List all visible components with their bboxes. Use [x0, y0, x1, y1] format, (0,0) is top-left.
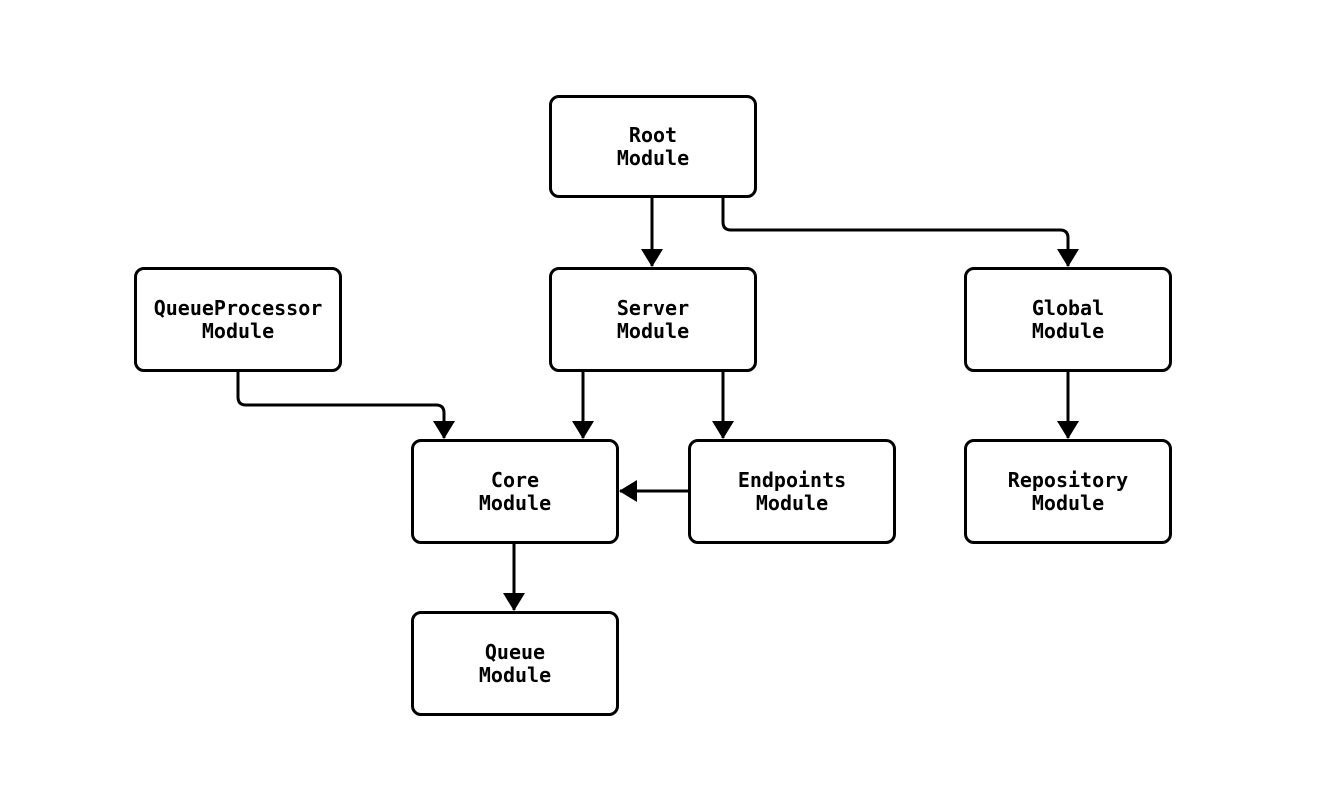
- node-label: QueueProcessor Module: [153, 295, 323, 343]
- node-queueprocessor-module: QueueProcessor Module: [134, 267, 342, 372]
- node-label: Global Module: [1031, 295, 1105, 343]
- node-queue-module: Queue Module: [411, 611, 619, 716]
- node-global-module: Global Module: [964, 267, 1172, 372]
- edge-root-to-global: [721, 198, 1079, 267]
- node-root-module: Root Module: [549, 95, 757, 198]
- node-label: Queue Module: [478, 639, 552, 687]
- node-endpoints-module: Endpoints Module: [688, 439, 896, 544]
- node-core-module: Core Module: [411, 439, 619, 544]
- node-label: Root Module: [616, 122, 690, 170]
- node-server-module: Server Module: [549, 267, 757, 372]
- node-label: Core Module: [478, 467, 552, 515]
- node-label: Endpoints Module: [737, 467, 847, 515]
- node-label: Server Module: [616, 295, 690, 343]
- node-label: Repository Module: [1007, 467, 1129, 515]
- node-repository-module: Repository Module: [964, 439, 1172, 544]
- edge-queueprocessor-to-core: [236, 372, 455, 439]
